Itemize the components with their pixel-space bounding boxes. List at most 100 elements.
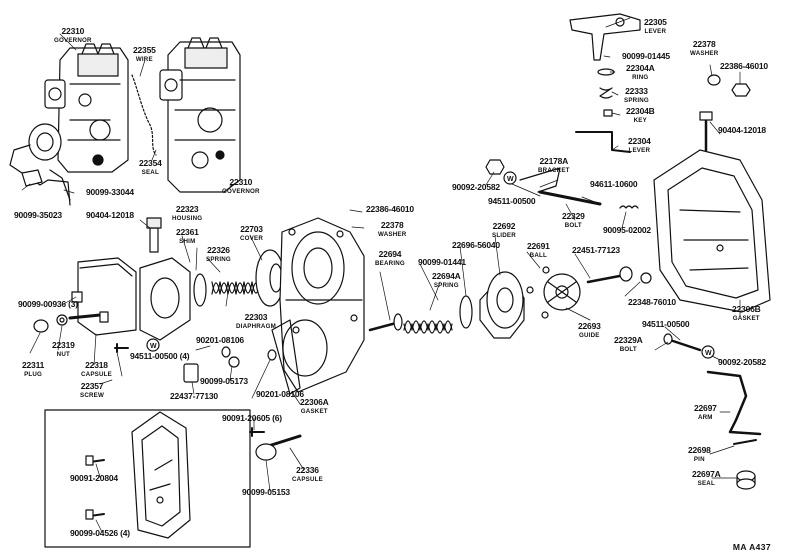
plug-icon: [33, 319, 49, 333]
washer-icon-08106b: [267, 349, 277, 361]
label-90099-01445: 90099-01445: [622, 51, 670, 61]
shaft-22451: [586, 266, 633, 284]
washer-22378b: [707, 74, 721, 86]
label-22348-76010: 22348-76010: [628, 297, 676, 307]
arm-22697: [706, 370, 762, 436]
screw-icon: [68, 311, 109, 323]
cover-22703: [279, 217, 365, 393]
label-90099-33044: 90099-33044: [86, 187, 134, 197]
bolt-icon-04526: [85, 509, 105, 520]
label-94511-00500-a: 94511-00500 (4): [130, 351, 190, 361]
label-94511-00500-c: 94511-00500: [642, 319, 690, 329]
washer-icon-w2: W: [503, 171, 517, 185]
washer-icon-08106a: [221, 346, 231, 358]
housing-22323: [139, 217, 191, 341]
nut-icon-05173: [228, 356, 240, 368]
shim-22361: [193, 273, 207, 307]
spring-22694a: [403, 320, 453, 334]
capsule-housing-22318: [71, 257, 137, 336]
label-90201-08106-a: 90201-08106: [196, 335, 244, 345]
washer-22696: [459, 295, 473, 329]
washer-icon-w: W: [146, 338, 160, 352]
label-90091-20605: 90091-20605 (6): [222, 413, 282, 423]
label-90099-04526: 90099-04526 (4): [70, 528, 130, 538]
label-90099-00936: 90099-00936 (3): [18, 299, 78, 309]
governor-assembly-left: [9, 43, 129, 201]
label-90092-20582-a: 90092-20582: [452, 182, 500, 192]
spacer-22437: [183, 363, 199, 383]
bolt-icon-20605: [249, 427, 265, 437]
svg-text:W: W: [507, 176, 514, 183]
key-22304b: [603, 109, 613, 117]
wire-seal-line: [131, 74, 157, 156]
nut-icon-46010b: [731, 83, 751, 97]
seal-22697a: [736, 470, 756, 490]
bearing-shaft-22694: [368, 313, 403, 332]
figure-code: MA A437: [732, 542, 771, 552]
label-90201-08106-b: 90201-08106: [256, 389, 304, 399]
spring-small-02002: [619, 205, 639, 209]
cover-right-22306b: [653, 111, 771, 313]
label-90091-20804: 90091-20804: [70, 473, 118, 483]
capsule-22336: [255, 434, 302, 461]
bolt-icon-20804: [85, 455, 105, 466]
bolt-icon-94511: [114, 343, 129, 353]
label-90099-05173: 90099-05173: [200, 376, 248, 386]
svg-text:W: W: [150, 343, 157, 350]
label-90404-12018-b: 90404-12018: [718, 125, 766, 135]
lever-22305: [569, 13, 641, 61]
label-22696-56040: 22696-56040: [452, 240, 500, 250]
label-22386-46010-b: 22386-46010: [720, 61, 768, 71]
label-90092-20582-b: 90092-20582: [718, 357, 766, 367]
gasket-22306a: [271, 319, 301, 395]
washer-icon-w3: W: [701, 345, 715, 359]
nut-icon: [56, 314, 68, 326]
label-90095-02002: 90095-02002: [603, 225, 651, 235]
guide-22693: [543, 273, 581, 311]
bolt-22329a: [663, 333, 702, 352]
label-22386-46010-a: 22386-46010: [366, 204, 414, 214]
leader-lines: [21, 17, 741, 533]
label-22451-77123: 22451-77123: [572, 245, 620, 255]
inset-box: [44, 409, 251, 548]
label-94511-00500-b: 94511-00500: [488, 196, 536, 206]
label-94611-10600: 94611-10600: [590, 179, 638, 189]
lever-22304: [575, 131, 631, 153]
spring-22326: [211, 281, 261, 295]
label-90099-05153: 90099-05153: [242, 487, 290, 497]
bracket-22178a: [519, 167, 602, 206]
label-90099-35023: 90099-35023: [14, 210, 62, 220]
